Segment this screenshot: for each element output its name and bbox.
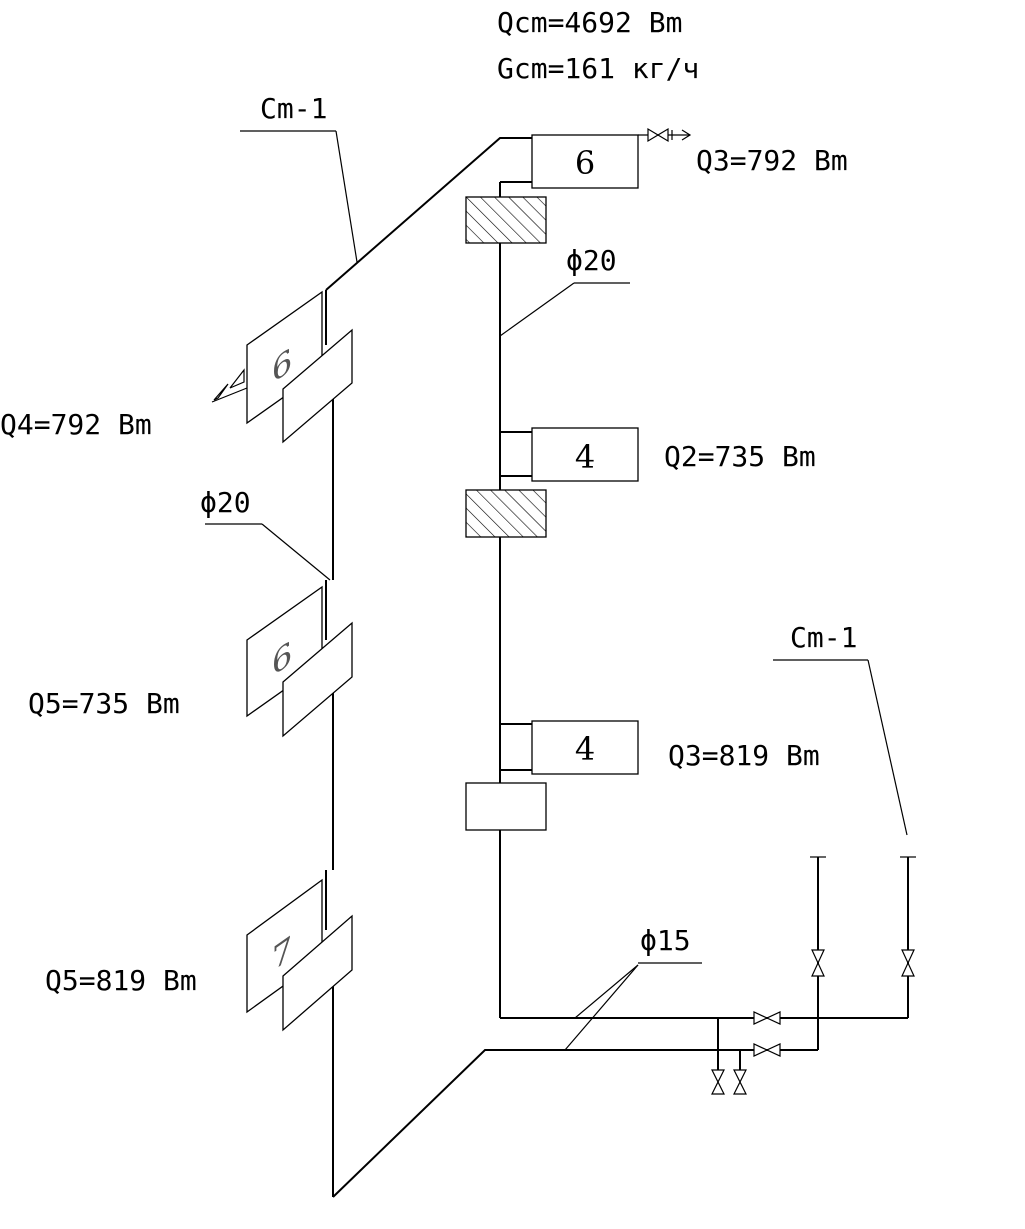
left-radiator-1-heat: Q4=792 Bm xyxy=(0,408,152,441)
bottom-pipes-diameter: ϕ15 xyxy=(640,924,691,957)
top-riser-label: Cm-1 xyxy=(260,92,327,125)
left-riser xyxy=(325,290,334,1197)
gate-valve-icon xyxy=(811,949,825,977)
top-riser-leader xyxy=(240,130,358,263)
gate-valve-icon xyxy=(753,1011,781,1025)
right-riser-diameter-leader xyxy=(499,282,630,337)
air-vent-icon xyxy=(638,127,692,143)
right-control-valve-3 xyxy=(465,782,547,831)
left-radiator-3: 7 xyxy=(246,878,353,1032)
gate-valve-icon xyxy=(901,949,915,977)
bottom-riser-leader xyxy=(773,659,908,836)
right-radiator-2-number: 4 xyxy=(575,438,595,476)
left-radiator-2-number: 6 xyxy=(272,634,292,685)
left-radiator-1: 6 xyxy=(246,290,353,444)
drain-valve-icon xyxy=(733,1069,747,1095)
right-radiator-1: 6 xyxy=(531,134,639,189)
left-riser-diameter: ϕ20 xyxy=(200,486,251,519)
right-radiator-2-heat: Q2=735 Bm xyxy=(664,440,816,473)
right-radiator-2: 4 xyxy=(531,427,639,482)
bottom-diameter-leader xyxy=(564,962,702,1051)
bottom-return-pipe xyxy=(332,1049,818,1198)
right-control-valve-1 xyxy=(465,196,547,244)
total-heat-label: Qcm=4692 Bm xyxy=(497,6,682,39)
left-radiator-1-number: 6 xyxy=(272,341,292,392)
right-riser xyxy=(499,181,532,1018)
right-radiator-1-number: 6 xyxy=(575,144,595,182)
right-radiator-3-heat: Q3=819 Bm xyxy=(668,739,820,772)
left-radiator-3-number: 7 xyxy=(272,929,292,980)
bottom-riser-label: Cm-1 xyxy=(790,621,857,654)
drain-valve-icon xyxy=(711,1069,725,1095)
total-flow-label: Gcm=161 кг/ч xyxy=(497,52,699,85)
left-radiator-2-heat: Q5=735 Bm xyxy=(28,687,180,720)
right-radiator-3-number: 4 xyxy=(575,730,595,768)
right-radiator-1-heat: Q3=792 Bm xyxy=(696,144,848,177)
left-radiator-3-heat: Q5=819 Bm xyxy=(45,964,197,997)
right-riser-diameter: ϕ20 xyxy=(566,244,617,277)
right-radiator-3: 4 xyxy=(531,720,639,775)
left-riser-diameter-leader xyxy=(205,523,331,581)
gate-valve-icon xyxy=(753,1043,781,1057)
air-vent-icon xyxy=(211,368,248,403)
left-radiator-2: 6 xyxy=(246,585,353,738)
right-control-valve-2 xyxy=(465,489,547,538)
top-supply-pipe xyxy=(325,137,532,291)
